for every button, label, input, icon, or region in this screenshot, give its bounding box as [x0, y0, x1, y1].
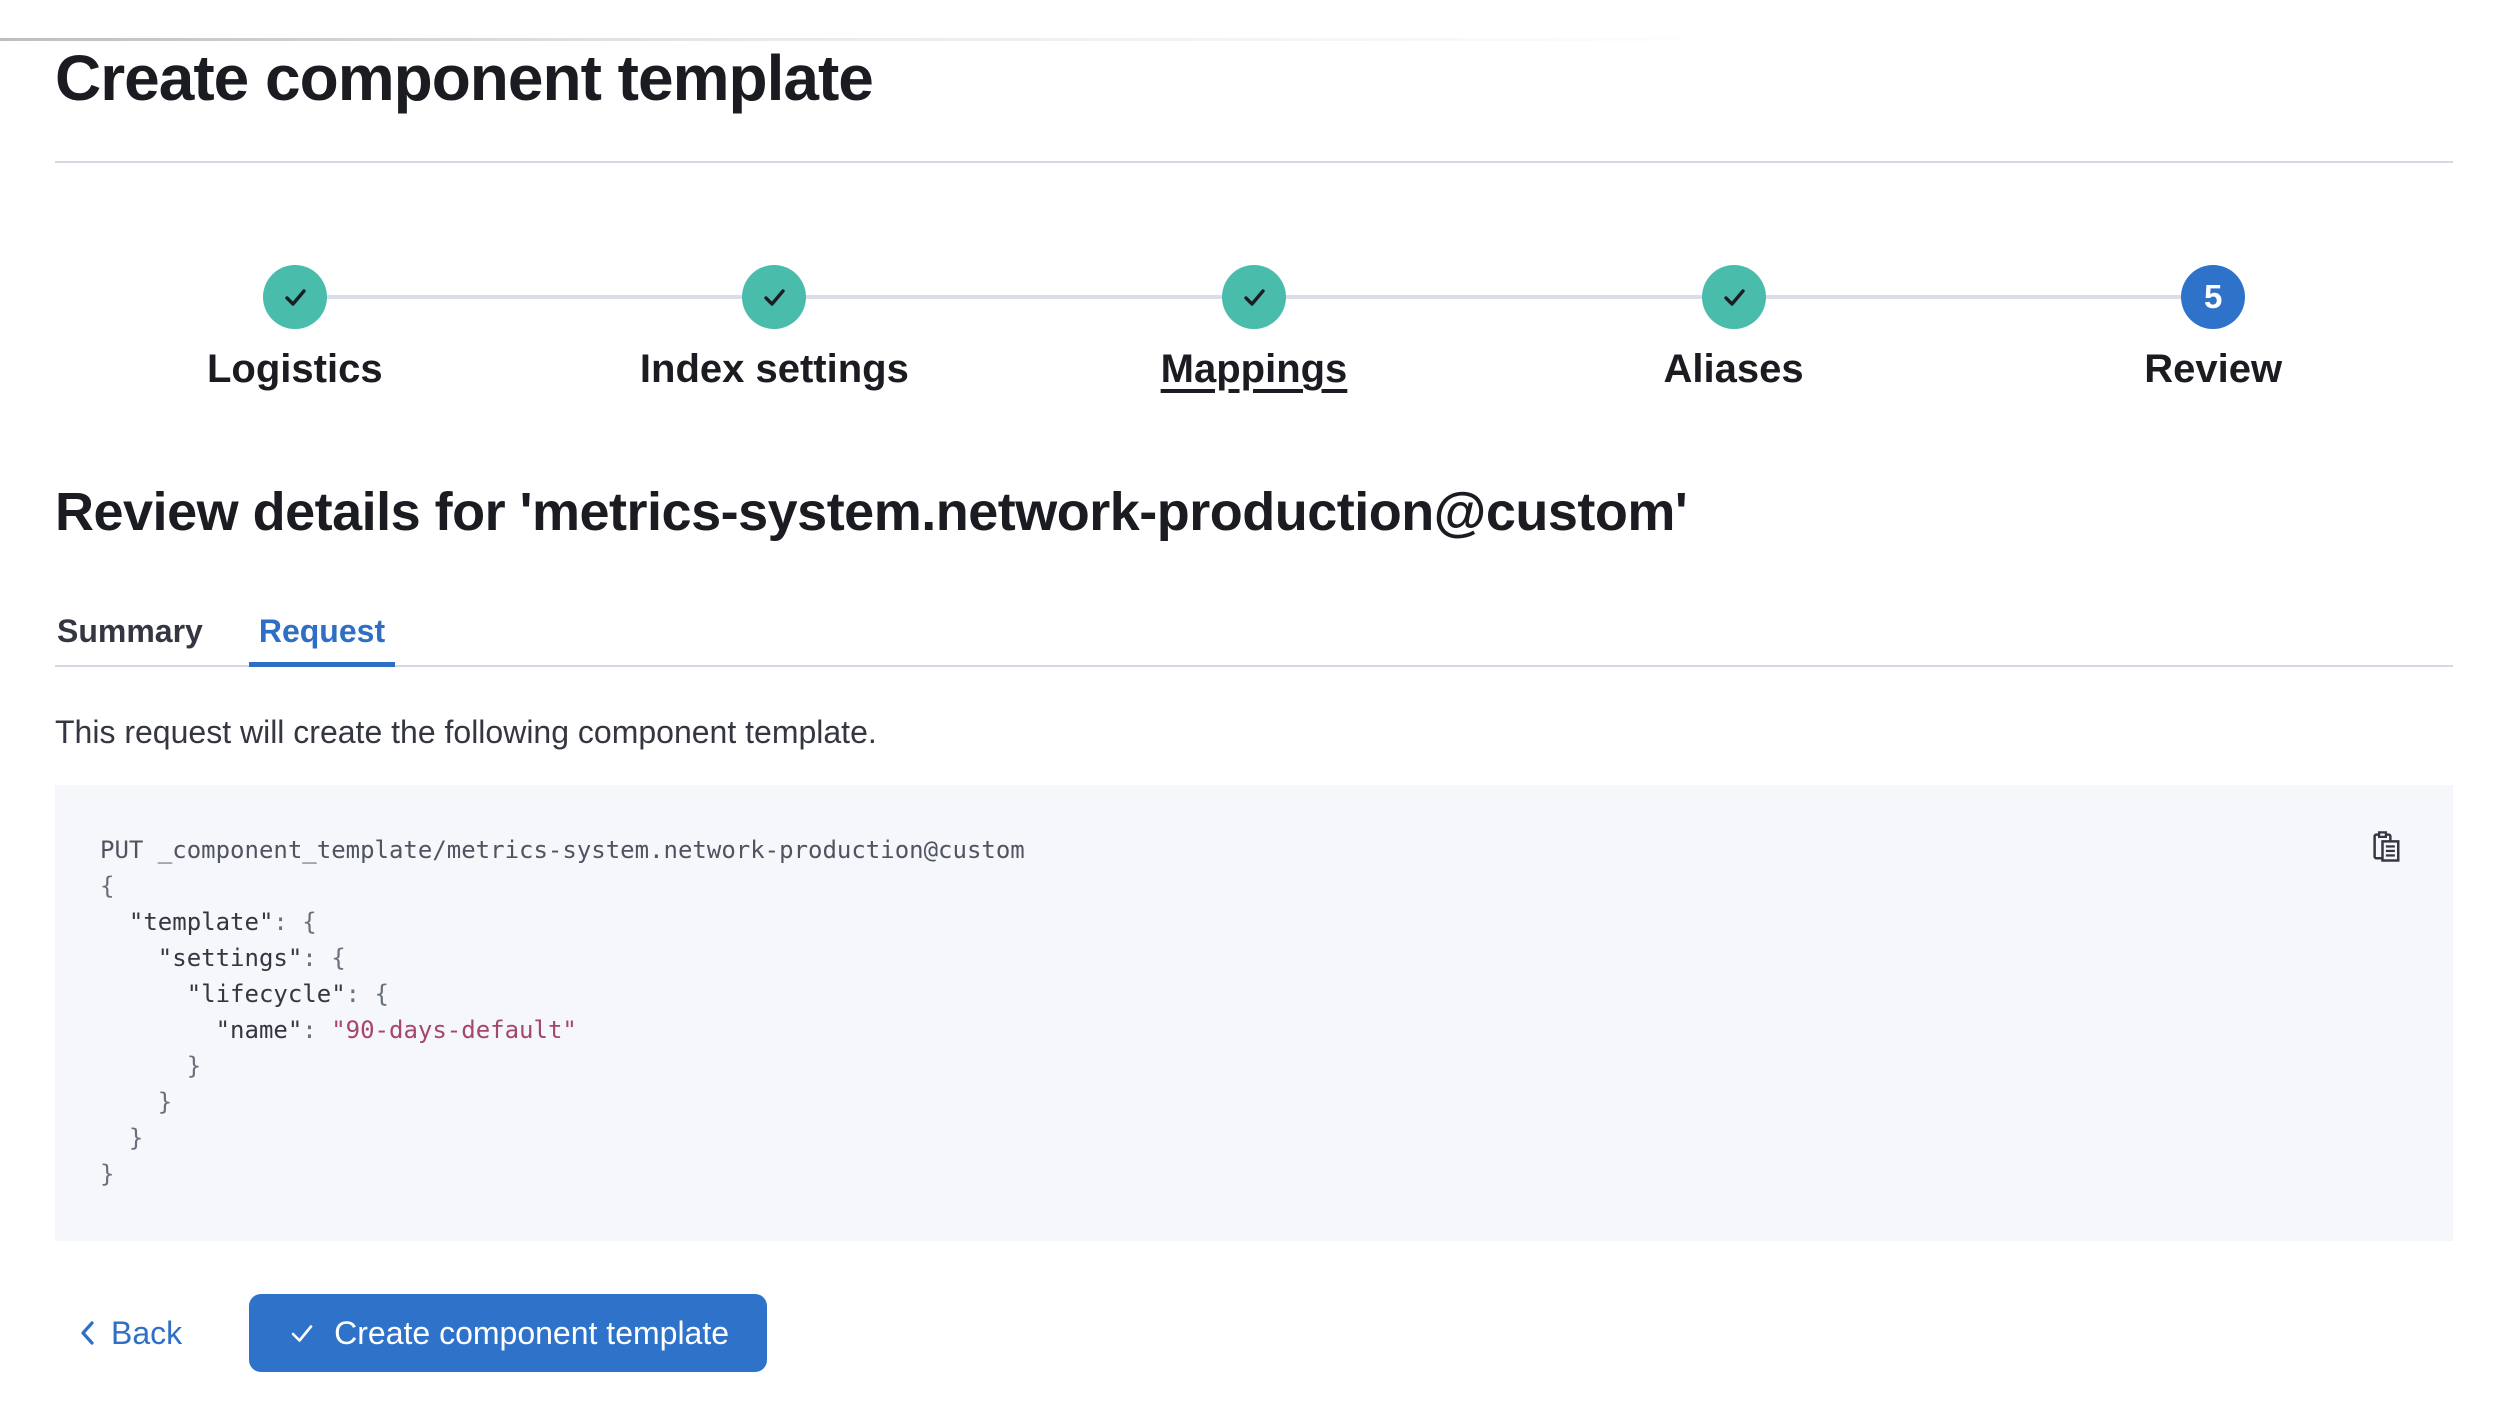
step-complete-circle[interactable]: [1221, 265, 1286, 329]
request-code-panel: PUT _component_template/metrics-system.n…: [55, 785, 2453, 1241]
code-line: PUT _component_template/metrics-system.n…: [100, 836, 1025, 864]
submit-label: Create component template: [334, 1314, 730, 1351]
step-index-settings[interactable]: Index settings: [535, 265, 1015, 393]
step-complete-circle[interactable]: [262, 265, 327, 329]
step-complete-circle[interactable]: [1701, 265, 1766, 329]
check-icon: [285, 289, 306, 306]
step-logistics[interactable]: Logistics: [55, 265, 535, 393]
create-component-template-page: Create component template Logistics Inde…: [0, 38, 2506, 1372]
code-line: "template": {: [128, 908, 317, 936]
step-label[interactable]: Aliases: [1663, 347, 1804, 391]
code-line: "settings": {: [157, 944, 346, 972]
chevron-left-icon: [81, 1321, 94, 1345]
request-code: PUT _component_template/metrics-system.n…: [100, 832, 2397, 1192]
code-line: }: [100, 1088, 173, 1116]
step-label[interactable]: Mappings: [1160, 347, 1348, 391]
step-label[interactable]: Logistics: [207, 347, 383, 391]
footer-actions: Back Create component template: [55, 1294, 2453, 1372]
page-title: Create component template: [55, 42, 874, 114]
check-icon: [291, 1325, 313, 1342]
step-label[interactable]: Index settings: [639, 347, 909, 391]
copy-to-clipboard-button[interactable]: [2365, 825, 2409, 869]
check-icon: [764, 289, 786, 306]
code-line: "lifecycle": {: [186, 980, 390, 1008]
back-label: Back: [111, 1314, 183, 1351]
copy-clipboard-icon: [2373, 831, 2400, 862]
step-number: 5: [2203, 278, 2223, 315]
code-line: {: [100, 872, 115, 900]
code-line: }: [100, 1160, 115, 1188]
code-line: }: [100, 1124, 144, 1152]
step-aliases[interactable]: Aliases: [1494, 265, 1974, 393]
window-top-shadow: [0, 38, 2506, 41]
step-number-badge: 5: [2181, 265, 2246, 329]
review-tabs: Summary Request: [55, 611, 2453, 667]
request-description: This request will create the following c…: [55, 714, 877, 750]
title-divider: [55, 161, 2453, 163]
check-icon: [1723, 289, 1745, 306]
step-mappings[interactable]: Mappings: [1014, 265, 1494, 393]
tab-request[interactable]: Request: [248, 611, 396, 667]
review-details-heading: Review details for 'metrics-system.netwo…: [55, 482, 1688, 542]
tab-summary[interactable]: Summary: [57, 613, 203, 649]
step-label: Review: [2144, 347, 2283, 391]
check-icon: [1244, 289, 1265, 306]
code-line: }: [100, 1052, 202, 1080]
step-progress-bar: Logistics Index settings Mappings: [55, 265, 2453, 393]
create-component-template-button[interactable]: Create component template: [249, 1294, 768, 1372]
step-review: 5 Review: [1973, 265, 2453, 393]
back-button[interactable]: Back: [77, 1315, 182, 1352]
step-complete-circle[interactable]: [742, 265, 807, 329]
code-line: "name": "90-days-default": [215, 1016, 577, 1044]
